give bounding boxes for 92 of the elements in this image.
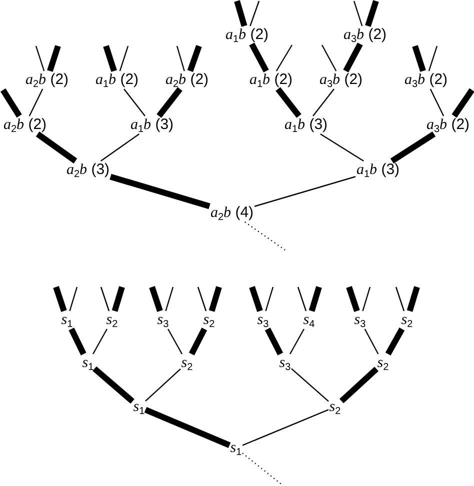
node-label: s$_{3}$ (157, 311, 169, 328)
thick-branch-line (187, 45, 202, 72)
branch-line (100, 286, 110, 312)
node-label: s$_{3}$ (354, 311, 366, 328)
branch-line (119, 46, 129, 72)
branch-line (430, 88, 444, 116)
branch-line (353, 0, 363, 26)
thick-branch-line (0, 88, 22, 118)
thick-branch-line (343, 42, 363, 72)
thick-branch-line (103, 45, 117, 72)
node-label: s$_{1}$ (61, 311, 73, 328)
thick-branch-line (346, 286, 360, 312)
branch-line (320, 134, 364, 162)
node-label: a$_{2}$b (3) (66, 161, 110, 178)
thick-branch-line (276, 87, 302, 118)
node-label: s$_{2}$ (106, 311, 118, 328)
branch-line (291, 368, 329, 402)
branch-line (242, 409, 329, 446)
node-label: s$_{1}$ (133, 398, 145, 415)
node-label: s$_{4}$ (303, 311, 315, 328)
node-label: s$_{1}$ (230, 439, 242, 456)
thick-branch-line (390, 131, 436, 164)
branch-line (297, 286, 307, 312)
node-label: s$_{3}$ (279, 354, 291, 371)
branch-line (92, 328, 108, 354)
thick-branch-line (156, 87, 182, 118)
node-label: a$_{1}$b (3) (130, 116, 174, 133)
thick-branch-line (249, 42, 269, 72)
thick-branch-line (208, 286, 222, 312)
thick-branch-line (188, 328, 208, 356)
thick-branch-line (452, 88, 474, 118)
node-label: a$_{3}$b (2) (319, 71, 363, 88)
branch-line (100, 134, 140, 162)
branch-line (265, 286, 274, 312)
branch-line (290, 328, 304, 354)
branch-line (254, 176, 356, 207)
dotted-continuation-line (244, 222, 286, 250)
thick-branch-line (308, 286, 322, 312)
node-label: a$_{1}$b (3) (356, 161, 400, 178)
branch-line (428, 46, 438, 72)
node-label: a$_{1}$b (2) (225, 26, 269, 43)
node-label: a$_{1}$b (3) (284, 116, 328, 133)
branch-line (197, 286, 207, 312)
node-label: a$_{2}$b (2) (25, 71, 69, 88)
node-label: s$_{2}$ (401, 311, 413, 328)
node-label: a$_{3}$b (2) (426, 116, 470, 133)
node-label: a$_{1}$b (2) (95, 71, 139, 88)
thick-branch-line (406, 286, 420, 312)
branch-line (176, 46, 185, 72)
thick-branch-line (47, 45, 61, 72)
node-label: s$_{3}$ (257, 311, 269, 328)
branch-line (35, 46, 45, 72)
node-label: a$_{2}$b (2) (165, 71, 209, 88)
thick-branch-line (339, 366, 379, 404)
thick-branch-line (412, 45, 426, 72)
thick-branch-line (144, 406, 231, 448)
thick-branch-line (149, 286, 163, 312)
branch-line (145, 368, 181, 402)
branch-line (69, 286, 78, 312)
node-label: a$_{3}$b (2) (404, 71, 448, 88)
thick-branch-line (234, 0, 248, 27)
branch-line (364, 328, 379, 354)
branch-line (165, 286, 174, 312)
dotted-continuation-line (242, 452, 282, 484)
node-label: a$_{3}$b (2) (343, 26, 387, 43)
thick-branch-line (112, 286, 125, 312)
thick-branch-line (92, 366, 134, 404)
node-label: s$_{2}$ (329, 398, 341, 415)
node-label: s$_{2}$ (181, 354, 193, 371)
node-label: a$_{1}$b (2) (249, 71, 293, 88)
branch-line (276, 44, 293, 72)
thick-branch-line (53, 286, 67, 312)
thick-branch-line (110, 174, 210, 210)
branch-line (168, 328, 182, 354)
thick-branch-line (385, 328, 405, 356)
branch-line (124, 88, 146, 116)
thick-branch-line (36, 132, 78, 164)
node-label: s$_{1}$ (82, 354, 94, 371)
branch-line (250, 0, 260, 26)
branch-line (362, 286, 371, 312)
thick-branch-line (365, 0, 379, 27)
branch-line (395, 286, 405, 312)
branch-line (28, 88, 44, 116)
branch-line (321, 44, 337, 72)
node-label: a$_{2}$b (2) (3, 116, 47, 133)
branch-line (312, 88, 334, 116)
node-label: a$_{2}$b (4) (210, 204, 254, 221)
node-label: s$_{2}$ (377, 354, 389, 371)
node-label: s$_{2}$ (203, 311, 215, 328)
thick-branch-line (68, 328, 86, 356)
thick-branch-line (264, 328, 284, 356)
thick-branch-line (249, 286, 263, 312)
